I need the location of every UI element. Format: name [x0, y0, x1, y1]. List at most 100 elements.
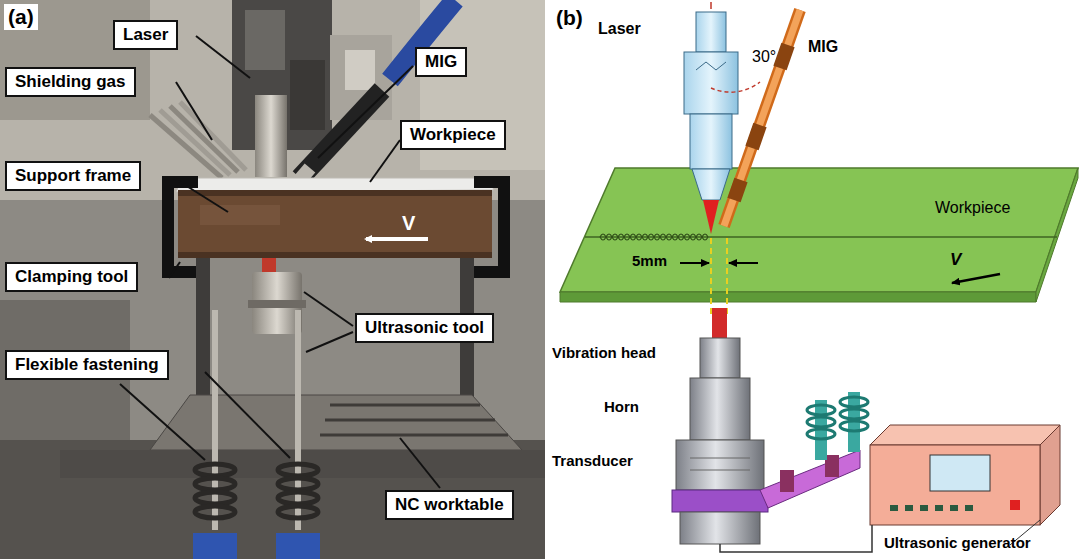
ultrasonic-tool	[248, 300, 306, 308]
mig-torch	[300, 90, 382, 178]
nc-worktable	[320, 434, 508, 437]
laser-head	[690, 114, 732, 169]
photo-background	[0, 0, 545, 200]
mig-torch	[724, 10, 800, 226]
part-label: Clamping tool	[15, 267, 128, 287]
shielding-gas-nozzles	[170, 106, 238, 172]
workpiece-plate	[176, 178, 494, 192]
mig-torch	[711, 10, 800, 226]
flexible-fastening	[195, 464, 235, 476]
flexible-fastening	[276, 533, 320, 559]
ultrasonic-stack	[672, 308, 768, 544]
leader-lines	[120, 36, 440, 488]
laser-head	[255, 95, 287, 177]
workpiece-plate	[585, 236, 1057, 238]
mounting-bracket	[807, 405, 835, 415]
ultrasonic-generator	[950, 505, 958, 511]
ultrasonic-stack	[700, 338, 740, 378]
dimension-label: 5mm	[632, 252, 667, 269]
ultrasonic-generator	[965, 505, 973, 511]
part-label: Flexible fastening	[15, 355, 159, 375]
flexible-fastening	[193, 533, 237, 559]
label-box: Clamping tool	[5, 262, 138, 292]
part-label: Laser	[123, 25, 168, 45]
label-box: Flexible fastening	[5, 350, 169, 380]
dimension-arrows	[680, 262, 709, 264]
flexible-fastening	[278, 478, 318, 490]
part-label: Horn	[604, 398, 639, 415]
part-label: Shielding gas	[15, 72, 126, 92]
ultrasonic-generator	[870, 445, 1040, 525]
wire-feeder	[345, 50, 375, 90]
mig-torch	[711, 82, 760, 92]
leader-lines	[205, 372, 290, 458]
workpiece-plate	[560, 168, 1078, 302]
laser-head	[696, 62, 726, 70]
speed-arrow	[952, 274, 1000, 283]
laser-head	[245, 10, 285, 70]
panel-b-background	[548, 0, 1080, 559]
mounting-bracket	[780, 470, 794, 492]
leader-lines	[318, 66, 413, 158]
ultrasonic-stack	[690, 378, 750, 440]
ultrasonic-stack	[712, 308, 727, 338]
shielding-gas-nozzles	[150, 102, 246, 178]
support-frame	[178, 190, 492, 258]
flexible-fastening	[195, 506, 235, 518]
panel-b-background	[548, 0, 1080, 559]
frame-legs	[196, 258, 210, 408]
leader-lines	[370, 140, 400, 182]
ultrasonic-stack	[680, 512, 760, 544]
ultrasonic-generator	[720, 525, 872, 552]
flexible-fastening	[212, 310, 218, 530]
flexible-fastening	[195, 478, 235, 490]
dimension-arrows	[710, 238, 712, 318]
photo-background	[0, 0, 545, 559]
mig-torch	[298, 0, 455, 182]
support-frame	[178, 190, 492, 258]
angle-label: 30°	[752, 48, 776, 66]
mig-torch	[724, 10, 800, 226]
ultrasonic-generator	[720, 425, 1060, 552]
mig-torch	[780, 45, 788, 68]
part-label: MIG	[808, 38, 838, 56]
mounting-bracket	[840, 421, 868, 431]
photo-background	[0, 0, 150, 120]
laser-head	[290, 60, 325, 130]
part-label: NC worktable	[395, 495, 504, 515]
label-box: NC worktable	[385, 490, 514, 520]
leader-lines	[304, 292, 353, 326]
workpiece-plate	[560, 292, 1036, 302]
label-box: Shielding gas	[5, 67, 136, 97]
flexible-fastening	[195, 492, 235, 504]
laser-head	[692, 169, 730, 200]
leader-lines	[306, 332, 353, 352]
mounting-bracket	[840, 409, 868, 419]
workpiece-plate	[176, 178, 494, 192]
clamping-tool	[168, 182, 504, 272]
flexible-fastening	[193, 310, 320, 559]
label-box: Ultrasonic tool	[355, 313, 494, 343]
support-frame	[178, 190, 492, 196]
flexible-fastening	[278, 464, 318, 476]
nc-worktable	[150, 395, 522, 450]
ultrasonic-generator	[935, 505, 943, 511]
clamping-tool	[474, 182, 504, 272]
part-label: Workpiece	[410, 125, 496, 145]
velocity-symbol: V	[950, 250, 961, 270]
flexible-fastening	[278, 492, 318, 504]
dimension-arrows	[680, 238, 758, 318]
nc-worktable	[325, 419, 495, 422]
mounting-bracket	[760, 392, 868, 508]
mig-torch	[752, 125, 760, 148]
ultrasonic-generator	[870, 425, 1060, 445]
ultrasonic-generator	[1010, 500, 1020, 510]
part-label: Ultrasonic tool	[365, 318, 484, 338]
ultrasonic-generator	[905, 505, 913, 511]
part-label: MIG	[425, 52, 457, 72]
clamping-tool	[168, 182, 198, 272]
nc-worktable	[60, 450, 545, 478]
nc-worktable	[60, 395, 545, 478]
label-box: Workpiece	[400, 120, 506, 150]
